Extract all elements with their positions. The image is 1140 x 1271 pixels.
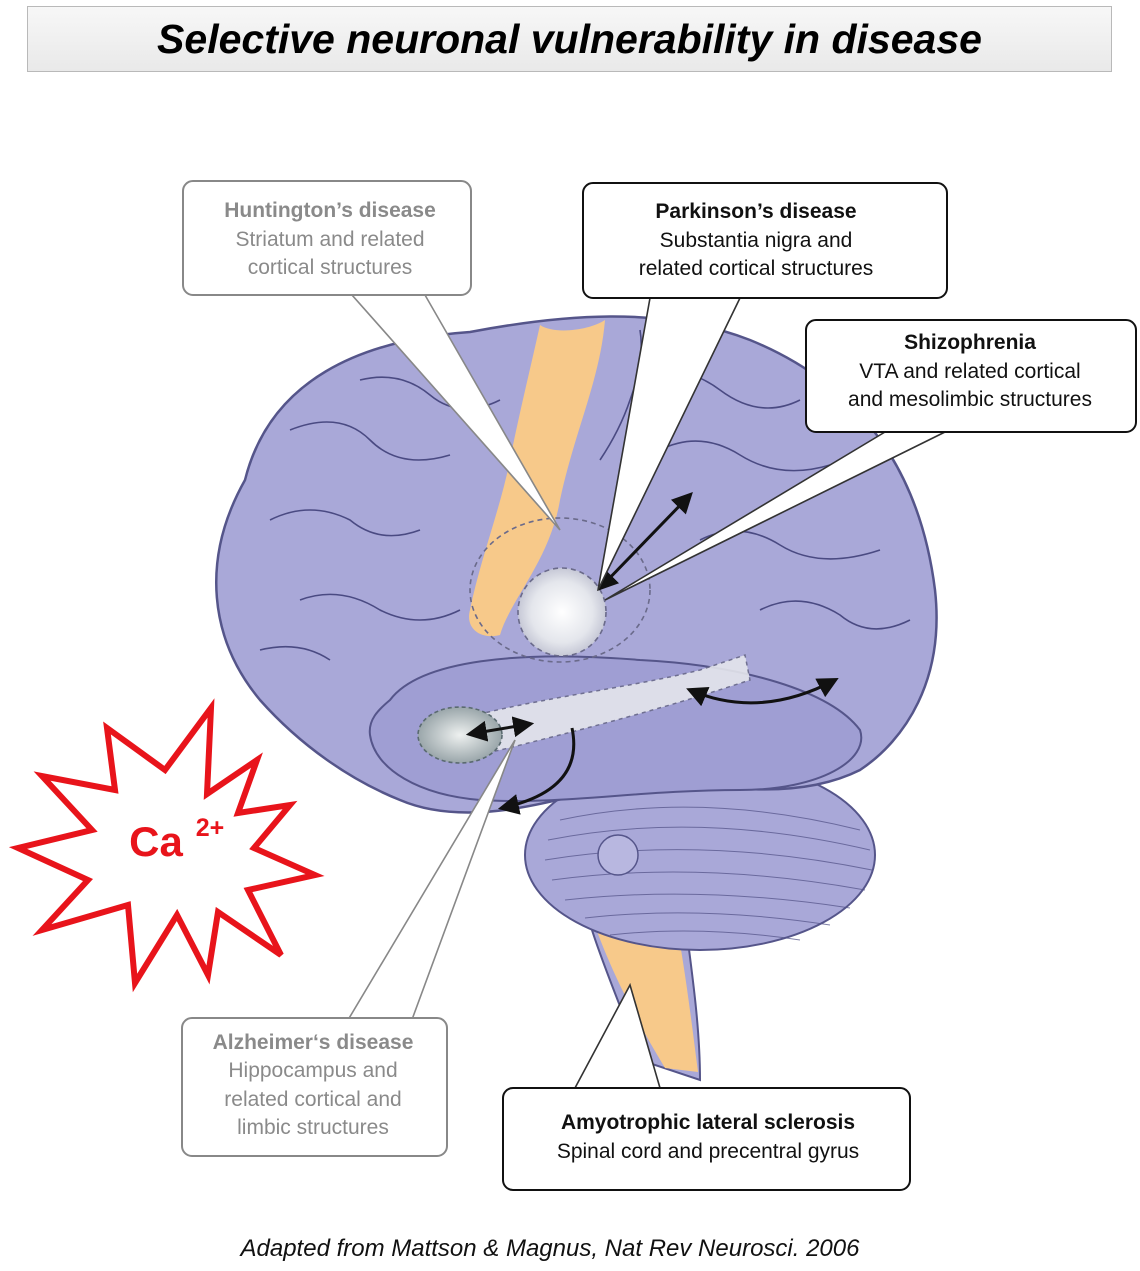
citation-caption: Adapted from Mattson & Magnus, Nat Rev N… [240, 1235, 860, 1262]
alzheimers-title: Alzheimer‘s disease [213, 1031, 414, 1054]
huntingtons-line-2: cortical structures [248, 256, 413, 279]
callout-box-schizophrenia [805, 319, 1137, 433]
substantia-nigra [517, 567, 607, 657]
alzheimers-line-3: limbic structures [237, 1116, 389, 1139]
schizophrenia-line-2: and mesolimbic structures [848, 388, 1092, 411]
cerebellum-folia [544, 806, 873, 941]
schizophrenia-title: Shizophrenia [904, 331, 1036, 354]
alzheimers-line-1: Hippocampus and [228, 1059, 397, 1082]
pathway-arrows [465, 491, 839, 815]
page-title: Selective neuronal vulnerability in dise… [157, 15, 982, 62]
parkinsons-title: Parkinson’s disease [655, 200, 856, 223]
als-line-1: Spinal cord and precentral gyrus [557, 1140, 859, 1163]
calcium-charge: 2+ [196, 814, 225, 842]
hippocampus [417, 706, 503, 764]
callout-pointers [343, 294, 946, 1089]
huntingtons-title: Huntington’s disease [224, 199, 436, 222]
callout-box-huntingtons [182, 180, 472, 296]
als-title: Amyotrophic lateral sclerosis [561, 1111, 855, 1134]
parkinsons-line-1: Substantia nigra and [660, 229, 853, 252]
huntingtons-line-1: Striatum and related [235, 228, 424, 251]
schizophrenia-line-1: VTA and related cortical [859, 360, 1080, 383]
callout-box-alzheimers [181, 1017, 448, 1157]
title-bar: Selective neuronal vulnerability in dise… [27, 6, 1112, 72]
callout-text: Huntington’s disease Striatum and relate… [213, 199, 1092, 1163]
calcium-label: Ca [129, 818, 183, 865]
callout-boxes [181, 180, 1137, 1191]
callout-box-als [502, 1087, 911, 1191]
alzheimers-line-2: related cortical and [224, 1088, 401, 1111]
parkinsons-line-2: related cortical structures [639, 257, 874, 280]
precentral-gyrus-highlight [469, 320, 605, 637]
cerebellum-nucleus [597, 834, 639, 876]
calcium-starburst-icon [8, 698, 325, 993]
callout-box-parkinsons [582, 182, 948, 299]
